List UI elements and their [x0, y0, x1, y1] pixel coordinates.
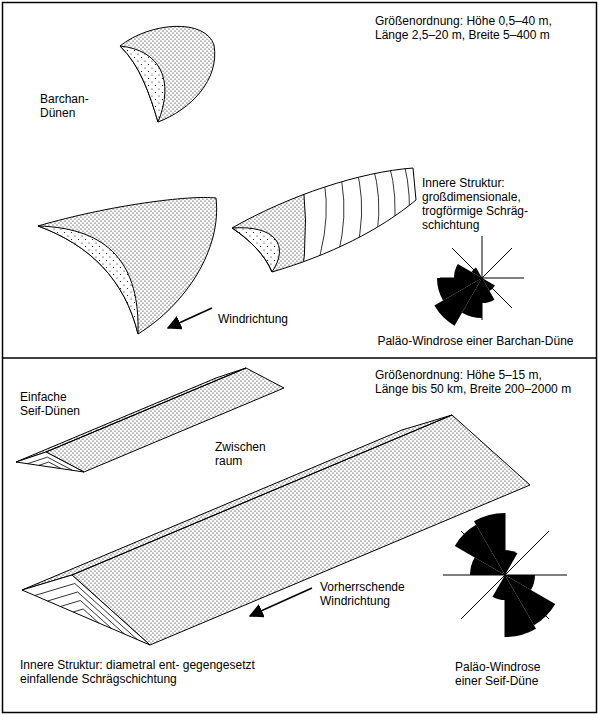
barchan-slip-ground — [232, 228, 279, 272]
barchan-section — [232, 150, 430, 290]
cross-bedding — [326, 150, 344, 290]
interdune-label: Zwischen raum — [215, 440, 273, 468]
wind-label: Vorherrschende Windrichtung — [320, 580, 415, 608]
barchan-slip-ground — [120, 46, 165, 122]
dune-name: Einfache Seif-Dünen — [20, 390, 90, 418]
wind-arrow — [250, 588, 312, 616]
windrose-petal — [482, 278, 495, 303]
seif-dune — [22, 415, 530, 645]
barchan-dune — [38, 197, 217, 334]
windrose-petal — [505, 575, 536, 637]
frame — [3, 3, 597, 713]
barchan-slip-face — [232, 228, 279, 272]
panel-divider — [3, 357, 597, 359]
seif-cross-section — [22, 575, 150, 645]
seif-dune — [16, 368, 284, 472]
windrose-petal — [472, 268, 482, 278]
structure-note: Innere Struktur: diametral ent- gegenges… — [20, 658, 270, 686]
cross-bedding — [60, 601, 111, 629]
size-note: Größenordnung: Höhe 5–15 m, Länge bis 50… — [375, 368, 575, 396]
structure-note: Innere Struktur: großdimensionale, trogf… — [422, 176, 547, 232]
section-face — [298, 150, 430, 290]
cross-bedding — [28, 457, 73, 470]
cross-bedding — [73, 609, 99, 623]
cross-bedding — [362, 150, 379, 290]
cross-bedding — [48, 592, 125, 634]
windrose-caption: Paläo-Windrose einer Barchan-Düne — [358, 334, 593, 348]
barchan-stoss-side — [120, 26, 215, 122]
cross-bedding — [39, 462, 61, 469]
windrose-petal — [434, 278, 482, 326]
dune-name: Barchan- Dünen — [40, 92, 100, 120]
windrose — [443, 513, 567, 637]
windrose-petal — [454, 264, 482, 278]
windrose-petal — [505, 550, 518, 575]
size-note: Größenordnung: Höhe 0,5–40 m, Länge 2,5–… — [375, 14, 575, 42]
windrose-caption: Paläo-Windrose einer Seif-Düne — [455, 660, 560, 688]
windrose-petal — [493, 575, 506, 600]
cross-bedding — [398, 150, 410, 290]
seif-front-slope — [46, 368, 284, 472]
windrose — [434, 236, 524, 326]
barchan-outline — [232, 168, 416, 272]
cross-bedding — [35, 584, 137, 640]
barchan-dune — [120, 26, 215, 122]
barchan-slip-ground — [38, 226, 138, 334]
seif-front-slope — [72, 415, 530, 645]
wind-label: Windrichtung — [218, 312, 308, 326]
barchan-slip-face — [120, 46, 165, 122]
windrose-petal — [474, 513, 505, 575]
cross-bedding — [308, 150, 326, 290]
windrose-petal — [437, 278, 482, 301]
wind-arrow — [168, 308, 212, 328]
section-edge — [298, 150, 306, 290]
seif-cross-section — [16, 452, 84, 472]
barchan-stoss-side — [38, 197, 217, 334]
barchan-slip-face — [38, 226, 138, 334]
cross-bedding — [344, 150, 362, 290]
